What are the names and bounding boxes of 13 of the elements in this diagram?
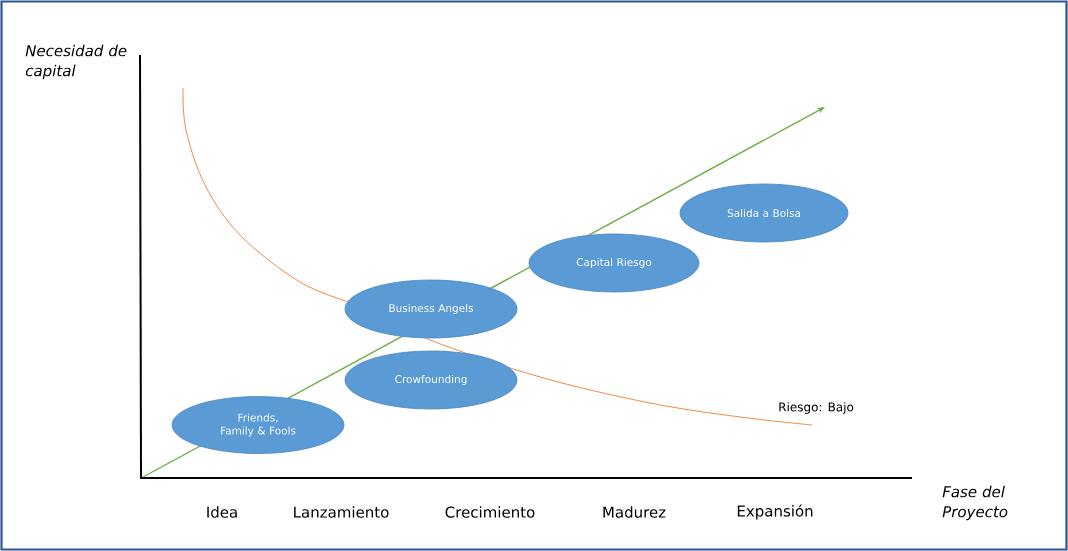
ellipse-node: Salida a Bolsa (679, 183, 849, 243)
phase-label: Expansión (737, 504, 813, 520)
phase-label: Idea (207, 506, 237, 518)
curve-label: Riesgo: Bajo (779, 402, 854, 414)
phase-label: Crecimiento (445, 506, 535, 518)
ellipse-node: Crowfounding (344, 350, 518, 410)
ellipse-node: Friends, Family & Fools (171, 396, 345, 454)
ellipse-node: Business Angels (344, 279, 518, 339)
ellipse-node: Capital Riesgo (528, 233, 700, 293)
phase-label: Lanzamiento (294, 506, 389, 518)
phase-label: Madurez (603, 506, 666, 518)
axis-title: Necesidad de capital (25, 44, 127, 80)
axis-title: Fase del Proyecto (942, 485, 1008, 521)
